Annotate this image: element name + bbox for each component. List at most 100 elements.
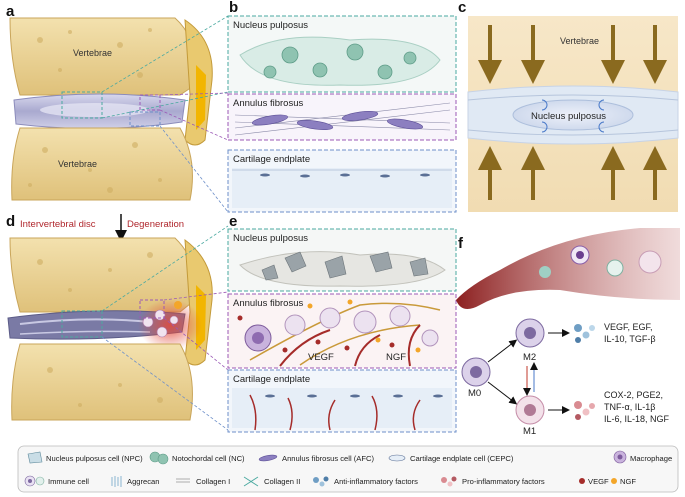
c-vertebrae-label: Vertebrae (560, 36, 599, 46)
e-immune-cells (244, 305, 439, 352)
cep-selection-box (129, 111, 161, 127)
panel-letter-b: b (229, 0, 238, 16)
e-blood-vessels (279, 324, 421, 367)
panel-a: a Vertebrae Vertebrae (6, 3, 229, 213)
legend-macrophage: Macrophage (613, 450, 672, 464)
d-inflammation-area (138, 299, 202, 351)
panel-e: e Nucleus pulposus Ann (227, 213, 457, 433)
af-selection-box (139, 94, 161, 111)
m2-factors-line2: IL-10, TGF-β (604, 334, 656, 344)
e-nerve-fibers (249, 302, 441, 366)
e-af-label: Annulus fibrosus (233, 298, 303, 309)
e-degenerated-np-cells (261, 251, 429, 281)
e-ngf-dots (307, 299, 421, 353)
afc-icon (258, 454, 278, 462)
svg-text:Immune cell: Immune cell (48, 477, 89, 486)
aggrecan-icon (111, 476, 122, 487)
d-vertebra-lower (11, 343, 193, 421)
panel-c: c Vertebrae Nucleus pulposus (458, 0, 679, 212)
panel-d: d Intervertebral disc Degeneration (6, 213, 229, 431)
panel-b: b Nucleus pulposus Annulus fibrosus (227, 0, 457, 213)
m1-factors-line1: COX-2, PGE2, (604, 390, 663, 400)
collagen1-icon (176, 478, 190, 483)
cepc-icon (388, 454, 406, 462)
legend-afc: Annulus fibrosus cell (AFC) (258, 454, 374, 463)
legend-immune: Immune cell (24, 475, 89, 487)
svg-text:Aggrecan: Aggrecan (127, 477, 160, 486)
c-compression-arrows-top (478, 25, 667, 84)
e-vegf-dots (237, 315, 395, 353)
macrophage-m0 (461, 357, 491, 387)
m1-factors-line3: IL-6, IL-18, NGF (604, 414, 670, 424)
panel-letter-d: d (6, 213, 15, 230)
annulus-fibrosus-cells-b (251, 111, 424, 130)
vertebra-lower (11, 127, 193, 201)
legend-ngf: NGF (611, 477, 636, 486)
c-np-label: Nucleus pulposus (531, 111, 606, 122)
b-af-label: Annulus fibrosus (233, 98, 303, 109)
legend-nc: Notochordal cell (NC) (149, 451, 245, 465)
svg-text:Pro-inflammatory factors: Pro-inflammatory factors (462, 477, 545, 486)
f-blood-vessel (456, 228, 680, 309)
c-pressure-arrows (541, 99, 605, 133)
pro-inflammatory-cluster (574, 401, 595, 420)
e-cep-vessels (249, 394, 421, 431)
b-cep-label: Cartilage endplate (233, 154, 310, 165)
pro-inflammatory-icon (441, 476, 457, 487)
svg-text:Notochordal cell (NC): Notochordal cell (NC) (172, 454, 245, 463)
legend-box (17, 445, 679, 493)
e-ngf-label: NGF (386, 352, 406, 363)
svg-text:Collagen I: Collagen I (196, 477, 230, 486)
b-np-label: Nucleus pulposus (233, 20, 308, 31)
np-selection-box (61, 91, 103, 119)
d-degeneration-label: Degeneration (127, 219, 184, 230)
m2-factors-line1: VEGF, EGF, (604, 322, 653, 332)
cartilage-endplate-cells-b (260, 173, 430, 178)
panel-letter-e: e (229, 213, 237, 230)
vegf-icon (579, 478, 585, 484)
e-vegf-label: VEGF (308, 352, 334, 363)
svg-text:Macrophage: Macrophage (630, 454, 672, 463)
f-vessel-cells (539, 245, 662, 278)
panel-f: f M0 M2 M1 (456, 228, 680, 437)
panel-letter-a: a (6, 3, 15, 20)
legend-anti: Anti-inflammatory factors (313, 476, 418, 487)
legend-collagen2: Collagen II (243, 476, 300, 487)
m0-label: M0 (468, 388, 481, 399)
panel-letter-c: c (458, 0, 466, 16)
macrophage-m1 (515, 395, 545, 425)
vertebrae-bottom-label: Vertebrae (58, 159, 97, 169)
svg-text:VEGF: VEGF (588, 477, 609, 486)
collagen2-icon (243, 476, 259, 487)
legend-vegf: VEGF (579, 477, 609, 486)
legend-collagen1: Collagen I (176, 477, 230, 486)
svg-text:NGF: NGF (620, 477, 636, 486)
m1-factors-line2: TNF-α, IL-1β (604, 402, 655, 412)
svg-text:Collagen II: Collagen II (264, 477, 300, 486)
d-disc-label: Intervertebral disc (20, 219, 96, 230)
anti-inflammatory-cluster (574, 324, 595, 343)
notochordal-cells-b (263, 43, 417, 80)
c-compression-arrows-bottom (478, 146, 667, 200)
legend-aggrecan: Aggrecan (111, 476, 160, 487)
vertebrae-top-label: Vertebrae (73, 48, 112, 58)
anti-inflammatory-icon (313, 476, 329, 487)
svg-text:Anti-inflammatory factors: Anti-inflammatory factors (334, 477, 418, 486)
panel-letter-f: f (458, 235, 464, 252)
m2-label: M2 (523, 352, 536, 363)
legend-cepc: Cartilage endplate cell (CEPC) (388, 454, 514, 463)
ngf-icon (611, 478, 617, 484)
macrophage-m2 (515, 318, 545, 348)
e-cep-label: Cartilage endplate (233, 374, 310, 385)
legend: Nucleus pulposus cell (NPC) Notochordal … (17, 445, 679, 493)
svg-text:Annulus fibrosus cell (AFC): Annulus fibrosus cell (AFC) (282, 454, 374, 463)
legend-pro: Pro-inflammatory factors (441, 476, 545, 487)
legend-npc: Nucleus pulposus cell (NPC) (27, 451, 143, 464)
svg-text:Cartilage endplate cell (CEPC): Cartilage endplate cell (CEPC) (410, 454, 514, 463)
npc-icon (27, 451, 43, 464)
e-np-label: Nucleus pulposus (233, 233, 308, 244)
svg-text:Nucleus pulposus cell (NPC): Nucleus pulposus cell (NPC) (46, 454, 143, 463)
trabecular-texture (28, 28, 162, 193)
d-infiltrating-cells (142, 301, 182, 338)
